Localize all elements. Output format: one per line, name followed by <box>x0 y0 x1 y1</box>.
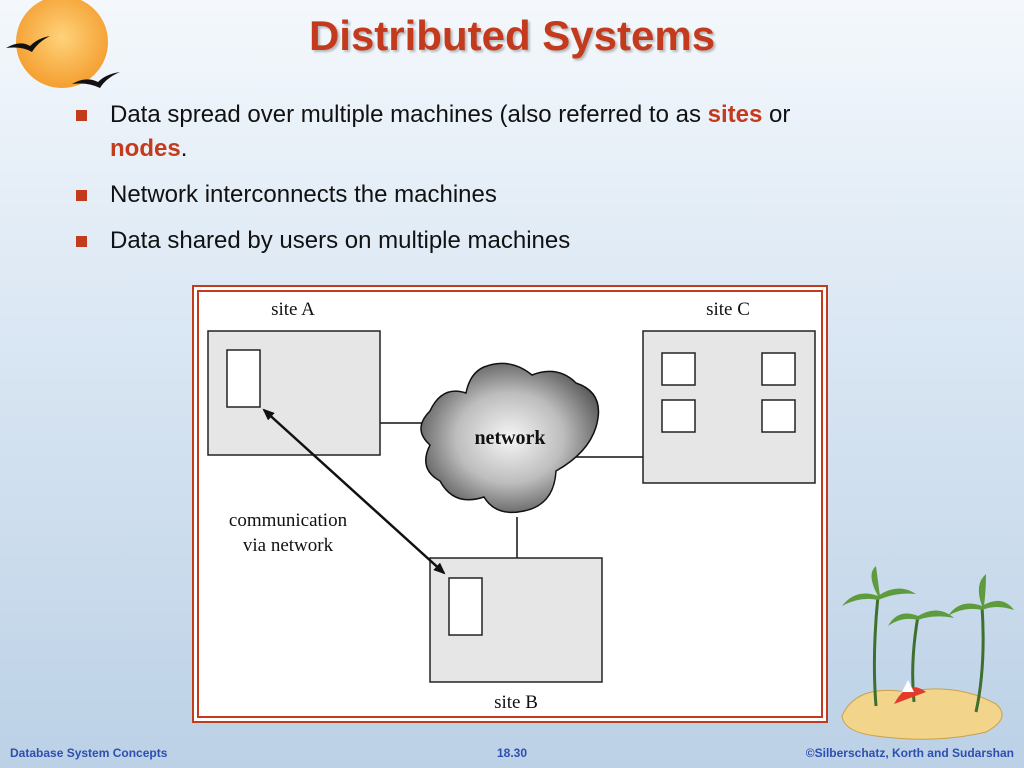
footer-right: ©Silberschatz, Korth and Sudarshan <box>805 746 1014 760</box>
highlight-nodes: nodes <box>110 135 181 162</box>
site-b-node <box>448 577 483 636</box>
site-a-label: site A <box>271 299 315 320</box>
network-cloud <box>420 362 600 514</box>
communication-label-line2: via network <box>243 535 334 556</box>
bullet-text: Data spread over multiple machines (also… <box>110 98 956 166</box>
bullet-text-part: Data spread over multiple machines (also… <box>110 101 708 128</box>
site-c-node <box>661 399 696 433</box>
site-c-node <box>761 399 796 433</box>
footer-left: Database System Concepts <box>10 746 168 760</box>
bird-icon <box>72 72 120 88</box>
palm-island-icon <box>841 566 1014 740</box>
bird-icon <box>6 36 50 52</box>
bullet-text-part: . <box>180 135 188 162</box>
bullet-square-icon <box>76 236 87 247</box>
bullet-item: Network interconnects the machines <box>76 178 956 212</box>
communication-label-line1: communication <box>229 510 348 531</box>
figure-frame-inner <box>197 290 823 718</box>
bullet-item: Data spread over multiple machines (also… <box>76 98 956 166</box>
bullet-text: Data shared by users on multiple machine… <box>110 227 571 254</box>
network-label: network <box>474 427 546 449</box>
distributed-system-diagram: site A site C site B network communicati… <box>192 285 828 723</box>
highlight-sites: sites <box>707 101 763 128</box>
site-c-node <box>661 352 696 386</box>
bullet-square-icon <box>76 190 87 201</box>
slide-title: Distributed Systems <box>308 12 716 59</box>
site-a-node <box>226 349 261 408</box>
site-c-node <box>761 352 796 386</box>
bullet-text: Network interconnects the machines <box>110 181 497 208</box>
bullet-text-part: or <box>762 101 791 128</box>
bullet-square-icon <box>76 110 87 121</box>
sun-logo-icon <box>6 0 120 88</box>
site-b-label: site B <box>494 692 538 713</box>
site-c-label: site C <box>706 299 750 320</box>
bullet-item: Data shared by users on multiple machine… <box>76 224 956 258</box>
communication-arrow <box>262 408 446 575</box>
footer-slide-number: 18.30 <box>496 746 528 760</box>
